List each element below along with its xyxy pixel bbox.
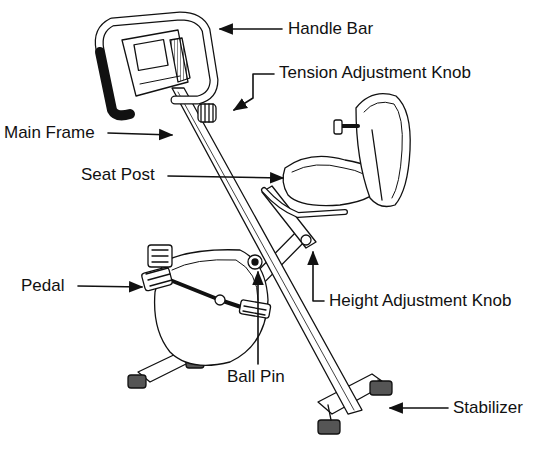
part-label: Stabilizer [452, 399, 524, 418]
leader-lines [78, 29, 448, 408]
part-label: Handle Bar [287, 20, 374, 39]
part-label: Pedal [20, 277, 65, 296]
part-label: Main Frame [3, 124, 96, 143]
part-label: Height Adjustment Knob [328, 292, 512, 311]
part-label: Tension Adjustment Knob [278, 64, 472, 83]
pedal [141, 245, 271, 318]
part-label: Ball Pin [226, 368, 286, 387]
part-label: Seat Post [80, 166, 156, 185]
